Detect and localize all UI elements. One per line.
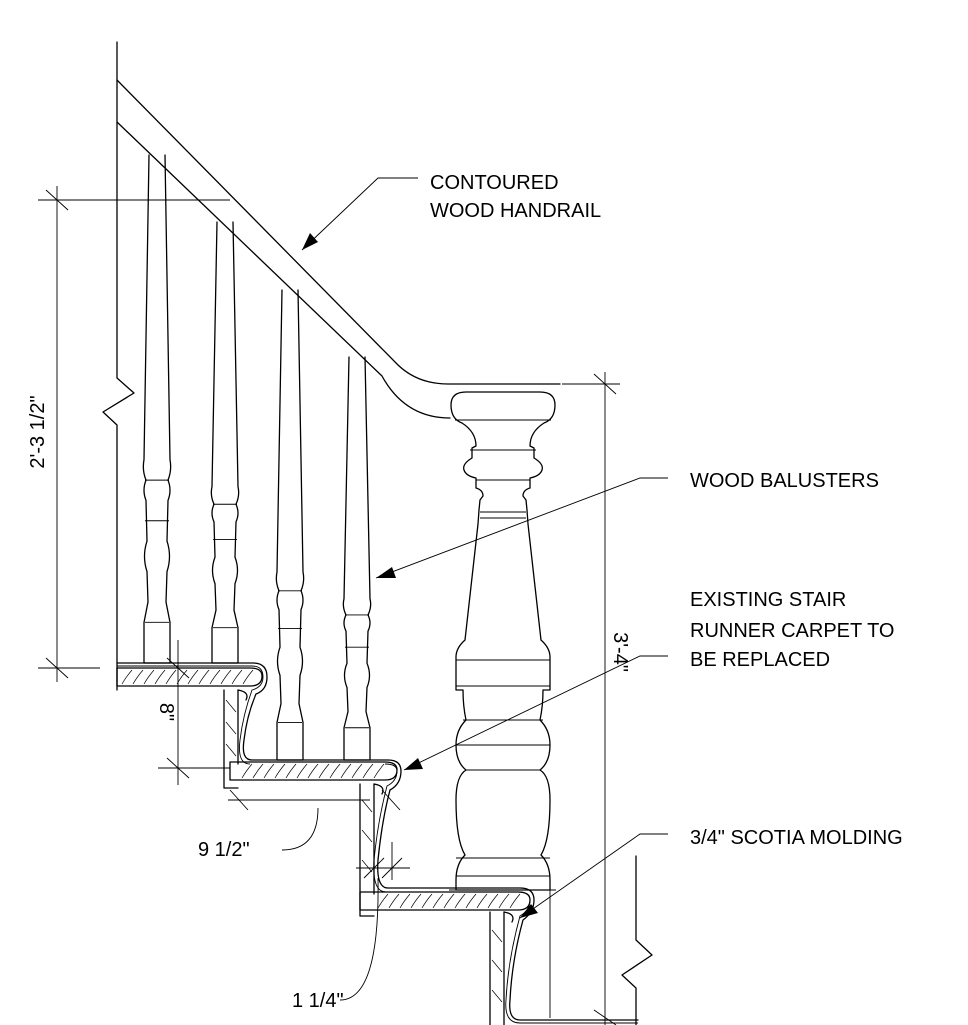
handrail-label-line1: CONTOURED xyxy=(430,172,559,194)
newel-post xyxy=(449,391,556,891)
wood-grain-hatch xyxy=(399,893,411,909)
dimension-lines xyxy=(38,186,620,1025)
wood-grain-hatch xyxy=(241,763,253,779)
wood-grain-hatch xyxy=(432,893,444,909)
wood-grain-hatch xyxy=(154,669,166,685)
scotia-molding xyxy=(237,689,514,923)
callout-labels: CONTOURED WOOD HANDRAIL WOOD BALUSTERS E… xyxy=(430,172,903,849)
stair-treads xyxy=(116,667,531,911)
wood-grain-hatch xyxy=(132,669,144,685)
stair-risers xyxy=(223,689,505,1025)
wood-grain-hatch xyxy=(476,893,488,909)
wood-grain-hatch xyxy=(198,669,210,685)
wood-grain-hatch xyxy=(209,669,221,685)
tread-dim: 9 1/2" xyxy=(198,839,250,861)
wood-grain-hatch xyxy=(410,893,422,909)
wood-grain-hatch xyxy=(351,763,363,779)
wood-grain-hatch xyxy=(377,893,389,909)
wood-grain-hatch xyxy=(165,669,177,685)
wood-grain-hatch xyxy=(388,893,400,909)
baluster-4 xyxy=(342,356,372,761)
wood-grain-hatch xyxy=(242,669,254,685)
wood-grain-hatch xyxy=(252,763,264,779)
wood-grain-hatch xyxy=(220,669,232,685)
wood-grain-hatch xyxy=(509,893,521,909)
handrail xyxy=(116,79,561,419)
wood-grain-hatch xyxy=(143,669,155,685)
wood-grain-hatch xyxy=(187,669,199,685)
nosing-dim: 1 1/4" xyxy=(292,990,344,1012)
wood-grain-hatch xyxy=(285,763,297,779)
baluster-3 xyxy=(275,289,305,761)
wood-grain-hatch xyxy=(340,763,352,779)
handrail-label-line2: WOOD HANDRAIL xyxy=(430,200,601,222)
baluster-1 xyxy=(142,154,172,664)
riser-dim: 8" xyxy=(155,703,177,721)
wood-grain-hatch xyxy=(373,763,385,779)
wood-grain-hatch xyxy=(231,669,243,685)
wood-grain-hatch xyxy=(498,893,510,909)
wood-grain-hatch xyxy=(443,893,455,909)
wood-grain-hatch xyxy=(487,893,499,909)
wood-grain-hatch xyxy=(421,893,433,909)
wood-grain-hatch xyxy=(329,763,341,779)
right-wall xyxy=(549,855,653,1025)
wood-grain-hatch xyxy=(454,893,466,909)
stair-runner-carpet xyxy=(116,662,639,1024)
wood-grain-hatch xyxy=(362,763,374,779)
carpet-label-line3: BE REPLACED xyxy=(690,649,830,671)
balusters-label: WOOD BALUSTERS xyxy=(690,470,879,492)
rail-height-newel-dim: 3'-4" xyxy=(609,632,631,672)
wood-grain-hatch xyxy=(465,893,477,909)
wood-grain-hatch xyxy=(307,763,319,779)
wood-grain-hatch xyxy=(121,669,133,685)
baluster-2 xyxy=(210,221,240,664)
wood-grain-hatch xyxy=(274,763,286,779)
dimension-labels: 2'-3 1/2" 8" 9 1/2" 1 1/4" 3'-4" xyxy=(27,395,631,1012)
carpet-label-line1: EXISTING STAIR xyxy=(690,589,846,611)
wood-grain-hatch xyxy=(296,763,308,779)
carpet-label-line2: RUNNER CARPET TO xyxy=(690,620,894,642)
left-wall xyxy=(102,41,135,691)
scotia-label: 3/4" SCOTIA MOLDING xyxy=(690,827,903,849)
leader-lines xyxy=(301,177,668,919)
wood-grain-hatch xyxy=(263,763,275,779)
rail-height-lower-dim: 2'-3 1/2" xyxy=(27,395,49,468)
wood-grain-hatch xyxy=(318,763,330,779)
